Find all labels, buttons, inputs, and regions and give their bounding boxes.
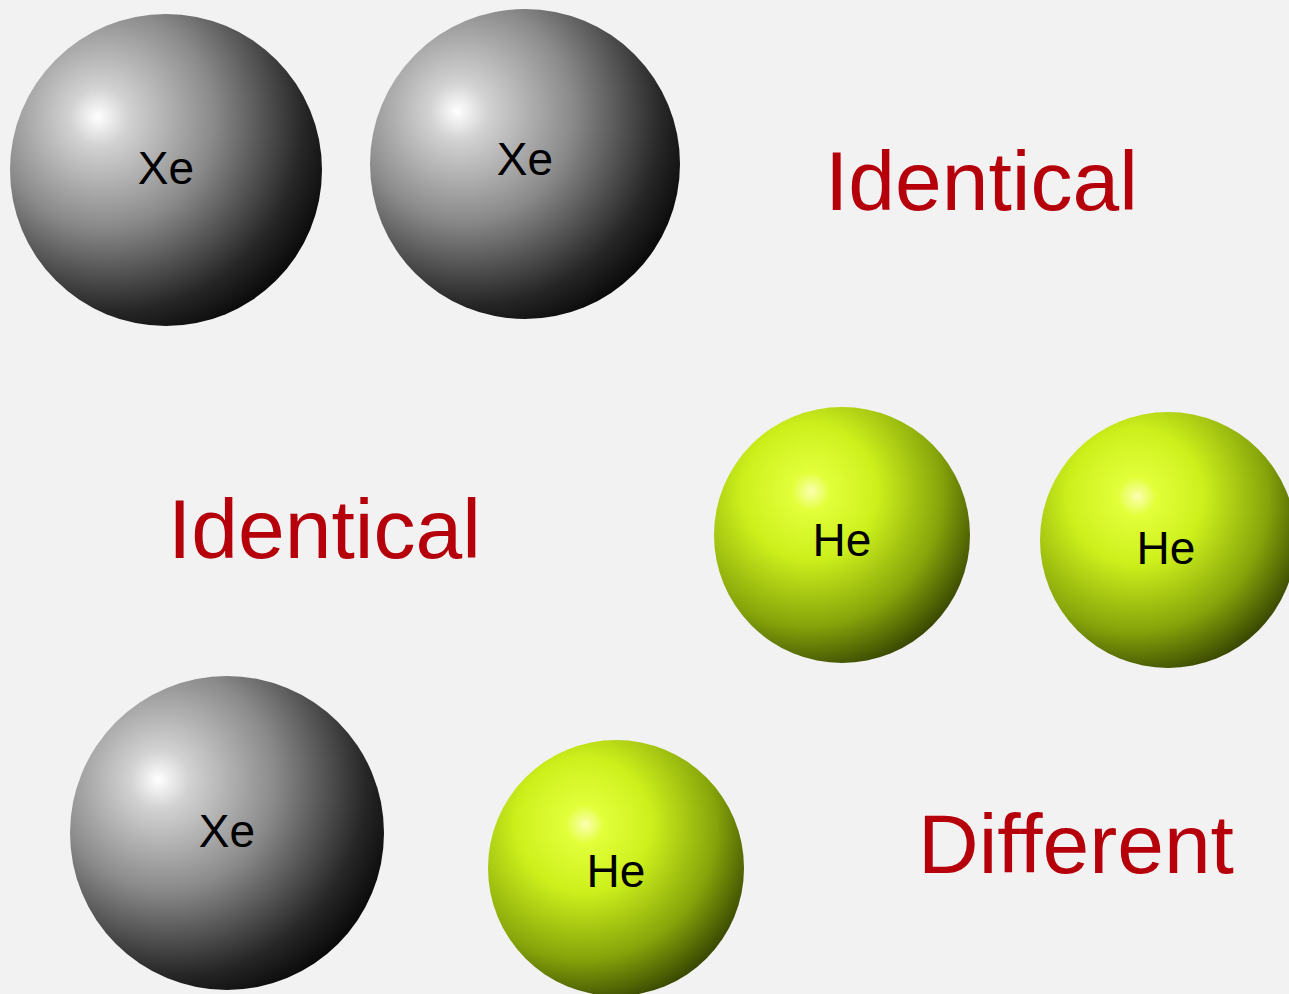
sphere-fill <box>370 9 680 319</box>
element-symbol: He <box>813 517 872 563</box>
comparison-label: Identical <box>168 487 481 571</box>
comparison-label: Different <box>918 802 1234 886</box>
sphere-fill <box>10 14 322 326</box>
sphere-fill <box>1040 412 1289 668</box>
sphere-fill <box>70 676 384 990</box>
element-symbol: Xe <box>138 145 194 191</box>
helium-atom: He <box>714 407 970 663</box>
element-symbol: Xe <box>199 808 255 854</box>
sphere-fill <box>714 407 970 663</box>
xenon-atom: Xe <box>10 14 322 326</box>
xenon-atom: Xe <box>70 676 384 990</box>
element-symbol: He <box>587 848 646 894</box>
comparison-label: Identical <box>825 139 1138 223</box>
sphere-fill <box>488 740 744 994</box>
helium-atom: He <box>488 740 744 994</box>
element-symbol: Xe <box>497 136 553 182</box>
xenon-atom: Xe <box>370 9 680 319</box>
element-symbol: He <box>1137 525 1196 571</box>
helium-atom: He <box>1040 412 1289 668</box>
